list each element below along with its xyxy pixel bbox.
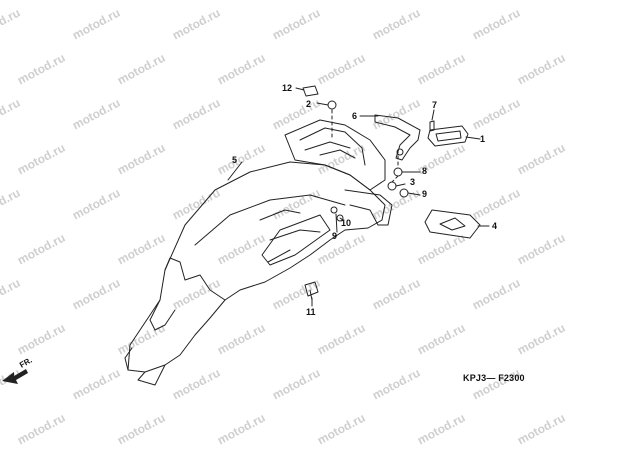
fender-outline [127,161,386,373]
callout-11: 11 [306,307,316,317]
callout-9-left: 9 [332,231,338,241]
callout-9-right: 9 [422,189,428,199]
callout-2: 2 [306,99,312,109]
callout-4: 4 [492,221,498,231]
diagram-code: KPJ3— F2300 [463,373,525,383]
fender-tray [284,119,386,191]
callout-6: 6 [352,111,358,121]
callout-12: 12 [282,83,293,93]
callout-3: 3 [410,177,416,187]
fr-arrow-icon [2,369,28,384]
bracket-part-6 [374,114,421,161]
reflector-part-4 [424,209,481,239]
callout-8: 8 [422,166,428,176]
callout-7: 7 [432,100,438,110]
callout-10: 10 [341,218,352,228]
callout-1: 1 [480,134,486,144]
license-light-part-1 [427,125,469,147]
callout-5: 5 [232,155,238,165]
